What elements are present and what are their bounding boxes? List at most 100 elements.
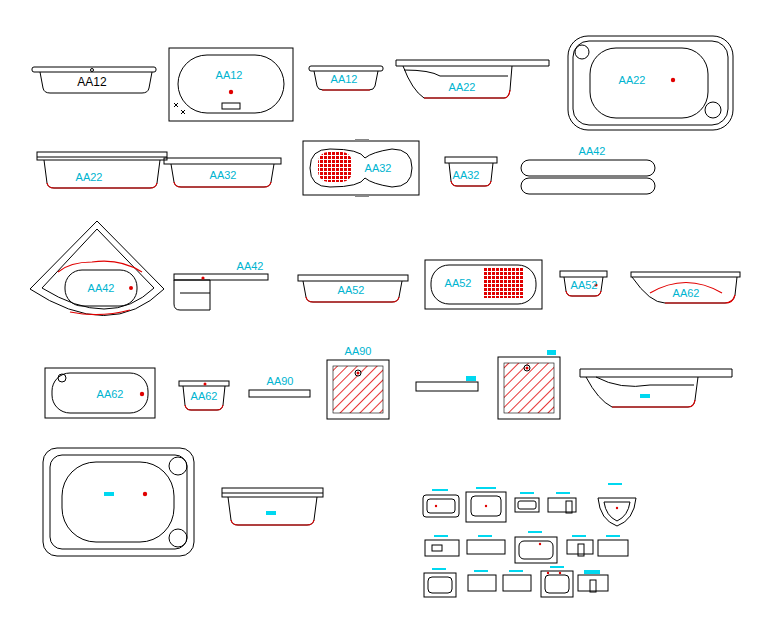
basin-blocks (423, 483, 636, 597)
top-view-tub-part (174, 103, 185, 114)
side-view-tub-part (180, 293, 210, 294)
side-view-tub-part (164, 158, 281, 164)
basin-blocks-part (423, 495, 459, 517)
basin-blocks-part (556, 492, 570, 494)
basin-blocks-part (425, 540, 459, 556)
basin-blocks-part (515, 537, 557, 563)
side-view-tub-part (404, 70, 508, 76)
side-view-tub-part (564, 277, 603, 296)
basin-blocks-part (520, 492, 534, 494)
basin-blocks-part (528, 531, 542, 533)
side-view-tub (298, 275, 408, 302)
side-view-tub-part (298, 275, 408, 281)
basin-blocks-part (567, 540, 593, 554)
shower-tray-part (355, 370, 361, 376)
top-view-tub-part (303, 141, 419, 195)
side-view-tub (560, 271, 607, 296)
top-view-tub-part (590, 48, 708, 118)
side-view-tub (179, 381, 229, 410)
shower-tray-part (357, 372, 360, 375)
side-view-tub (164, 158, 281, 187)
shower-tray-part (498, 357, 560, 419)
basin-blocks-part (545, 575, 569, 593)
basin-blocks-part (547, 572, 549, 574)
part-name: AA42 (88, 283, 115, 294)
side-view-tub-part (266, 511, 276, 515)
part-name: AA52 (338, 285, 365, 296)
top-view-tub-part (169, 48, 293, 121)
side-view-tub-part (231, 520, 314, 525)
shower-tray-part (524, 365, 530, 371)
side-view-tub-part (201, 276, 204, 279)
basin-blocks-part (427, 499, 455, 513)
side-view-tub-part (632, 277, 737, 303)
top-view-tub-part (229, 90, 233, 94)
shower-tray-side-part (416, 382, 478, 391)
part-name: AA12 (77, 76, 106, 88)
side-view-tub (631, 272, 740, 303)
shower-tray-side (249, 390, 310, 397)
basin-blocks-part (434, 535, 448, 537)
top-view-tub-part (43, 448, 194, 556)
top-view-tub-part (222, 103, 240, 109)
side-view-tub-part (204, 383, 207, 386)
side-view-tub (396, 60, 549, 98)
side-view-tub-part (640, 394, 650, 398)
shower-tray-side (416, 376, 478, 391)
top-view-tub (303, 139, 419, 197)
side-view-tub-part (612, 400, 695, 407)
basin-blocks-part (566, 501, 572, 513)
basin-blocks-part (435, 505, 437, 507)
top-view-tub (45, 368, 155, 418)
side-view-tub-part (44, 160, 160, 188)
part-name: AA32 (365, 163, 392, 174)
top-view-tub-part (169, 457, 187, 475)
side-view-tub-part (566, 291, 601, 296)
basin-blocks-part (466, 492, 506, 522)
basin-blocks-part (474, 570, 488, 572)
shower-tray-part (547, 350, 556, 355)
basin-blocks-part (608, 483, 622, 485)
side-view-tub-part (560, 271, 607, 277)
side-view-tub-part (314, 71, 378, 90)
top-view-tub-part (169, 529, 187, 547)
basin-blocks-part (550, 566, 564, 568)
basin-blocks-part (606, 535, 620, 537)
side-view-tub (174, 274, 268, 310)
top-view-tub-part (52, 373, 148, 413)
top-view-tub (43, 448, 194, 556)
part-name: AA22 (449, 82, 476, 93)
part-name: AA62 (191, 391, 218, 402)
part-name: AA12 (331, 74, 358, 85)
shower-tray-side-part (466, 376, 476, 381)
side-view-tub-part (179, 381, 229, 386)
top-view-tub-part (355, 195, 369, 197)
top-view-tub-part (573, 41, 728, 125)
part-name: AA42 (237, 261, 264, 272)
side-view-tub (37, 152, 167, 188)
corner-tub-part (30, 221, 164, 316)
basin-blocks-part (541, 571, 573, 597)
top-view-tub-part (431, 265, 536, 304)
top-view-tub-part (425, 260, 542, 309)
basin-blocks-part (572, 535, 586, 537)
shower-tray (498, 350, 560, 419)
part-name: AA52 (445, 278, 472, 289)
shower-tray-part (504, 363, 554, 413)
basin-blocks-part (559, 572, 561, 574)
top-view-tub-part (568, 36, 733, 130)
corner-tub-part (65, 270, 137, 306)
basin-blocks-part (616, 507, 618, 509)
basin-blocks-part (503, 575, 531, 591)
part-name: AA32 (453, 170, 480, 181)
part-name: AA42 (579, 146, 606, 157)
basin-blocks-part (598, 498, 636, 526)
part-name: AA90 (267, 376, 294, 387)
side-view-tub (222, 488, 323, 525)
corner-tub (30, 221, 164, 316)
side-view-tub-part (174, 182, 271, 187)
top-view-tub-part (671, 78, 675, 82)
top-view-tub (568, 36, 733, 130)
basin-blocks-part (468, 575, 496, 591)
